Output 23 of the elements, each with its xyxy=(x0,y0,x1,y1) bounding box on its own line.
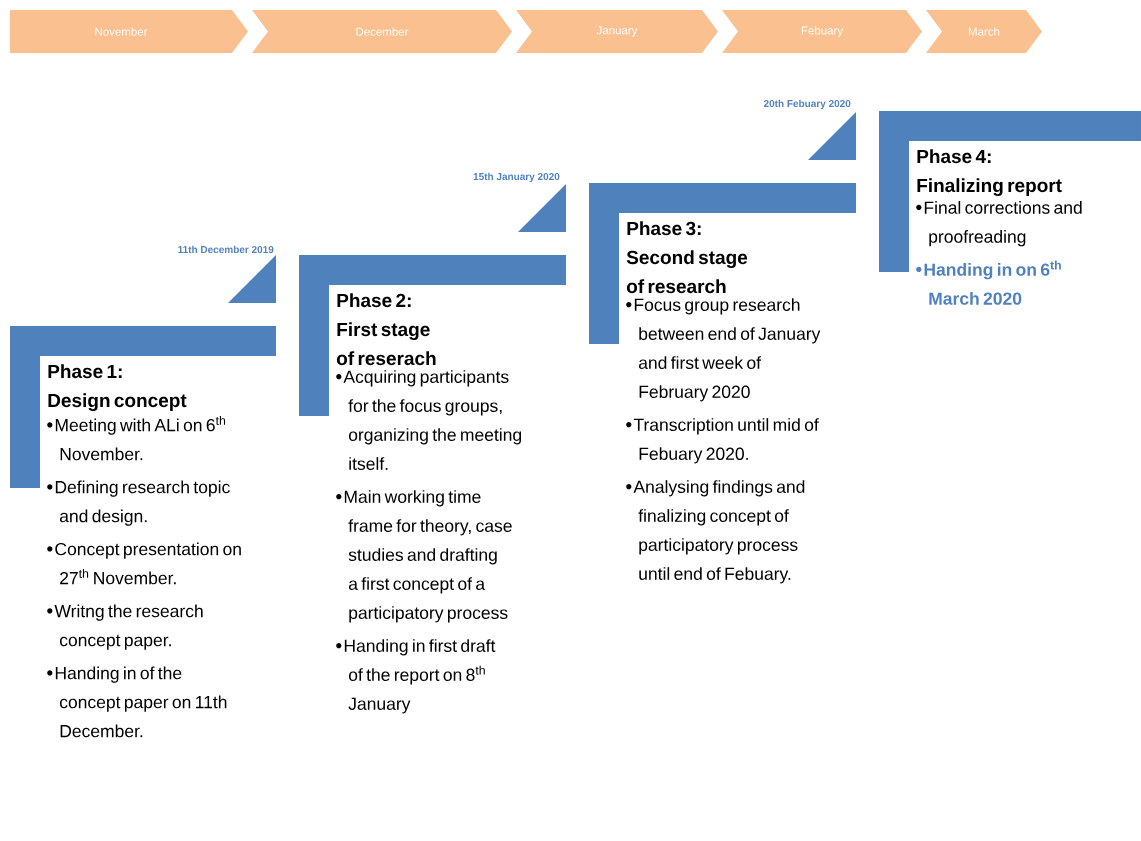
node-label: and first week of February 2020 xyxy=(638,356,762,402)
node-label: organizing the meeting itself. xyxy=(348,428,522,470)
date-label: 11th December 2019 xyxy=(178,245,274,254)
month-segment: December xyxy=(252,10,512,53)
node-label: Handing in first draft of the report on 8$^{th}$ January xyxy=(344,639,496,714)
month-segment: March xyxy=(926,10,1042,53)
phase-step-box: Phase 2: First stage of reserach Acquiring participants for the focus groups, organizing the meeting itself. Main working time frame for theory, case studies and drafting a first concept of a participatory process Handing in first draft of the report on 8$^{th}$ January xyxy=(299,255,566,714)
node-label: Analysing findings and finalizing concept of participatory process until end of Febuary. xyxy=(633,480,805,584)
phase-step-box: Phase 3: Second stage of research Focus group research between end of January and first week of February 2020 Transcription until mid of Febuary 2020. Analysing findings and finalizing concept of participatory process until end of Febuary. xyxy=(589,183,856,584)
node-label: Writng the research concept paper. xyxy=(54,604,203,650)
date-label: 15th January 2020 xyxy=(473,172,560,183)
node-label: and design. xyxy=(59,509,147,526)
node-label: March 2020 xyxy=(929,291,1022,305)
month-segment: Febuary xyxy=(722,10,922,53)
node-label: Handing in of the concept paper on 11th December. xyxy=(55,666,227,738)
date-label: 20th Febuary 2020 xyxy=(763,99,851,110)
month-segment: January xyxy=(516,10,718,53)
month-segment: November xyxy=(10,10,248,53)
phase-step-box: Phase 1: Design concept Meeting with ALi on 6$^{th}$ November. Defining research topic and design. Concept presentation on 27$^{th}$ November. Writng the research concept paper. Handing in of the concept paper on 11th December. xyxy=(10,326,276,738)
node-label: Concept presentation on 27$^{th}$ November. xyxy=(55,542,241,585)
phase-step-box: Phase 4: Finalizing report Final corrections and proofreading Handing in on 6$^{th}$ March 2020 xyxy=(879,111,1141,305)
node-label: Transcription until mid of Febuary 2020. xyxy=(633,418,819,464)
node-label: Main working time frame for theory, case studies and drafting a first concept of a participatory process xyxy=(344,490,512,623)
